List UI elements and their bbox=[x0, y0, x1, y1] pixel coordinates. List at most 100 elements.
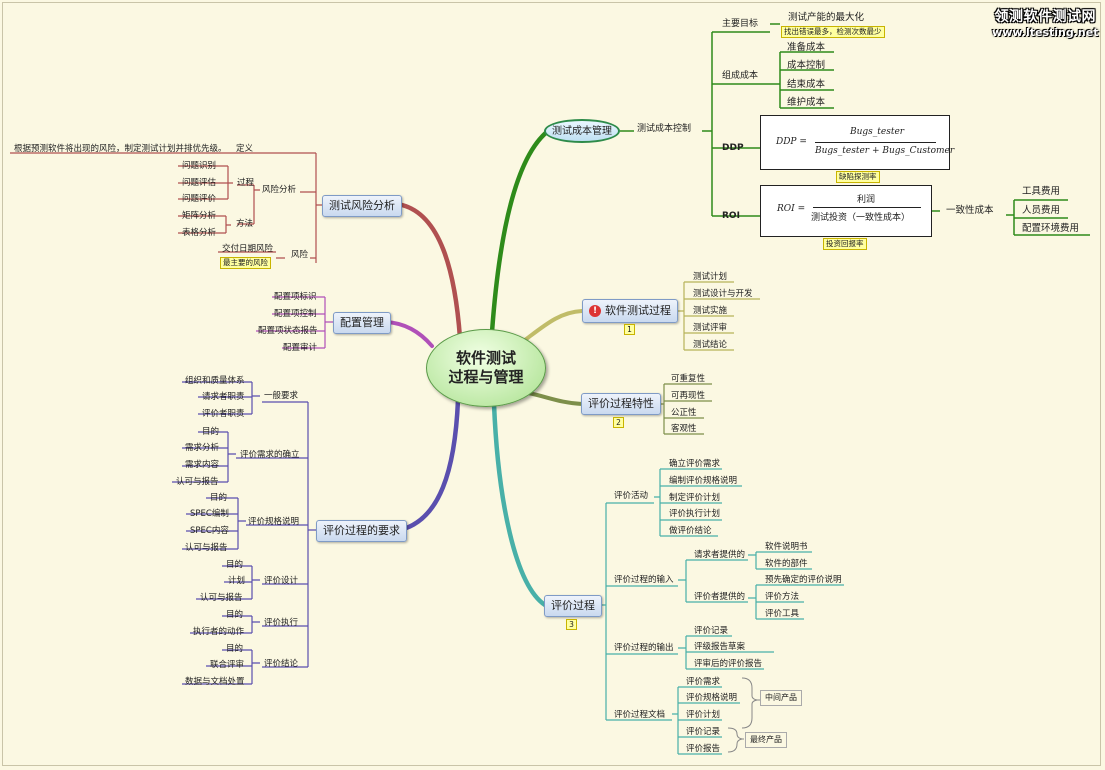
evaluator-label[interactable]: 评价者提供的 bbox=[694, 592, 746, 602]
analysis-label[interactable]: 风险分析 bbox=[262, 185, 297, 195]
evaluator-item[interactable]: 预先确定的评价说明 bbox=[765, 575, 842, 585]
config-item[interactable]: 配置项标识 bbox=[274, 292, 317, 302]
design-item[interactable]: 认可与报告 bbox=[200, 593, 243, 603]
design-label[interactable]: 评价设计 bbox=[264, 576, 299, 586]
establish-item[interactable]: 需求分析 bbox=[185, 443, 220, 453]
composition-item[interactable]: 准备成本 bbox=[787, 42, 826, 53]
process-item[interactable]: 测试评审 bbox=[693, 323, 728, 333]
process-item[interactable]: 测试计划 bbox=[693, 272, 728, 282]
eval-activities-label[interactable]: 评价活动 bbox=[614, 491, 649, 501]
final-product-box[interactable]: 最终产品 bbox=[745, 732, 787, 748]
topic-risk-analysis[interactable]: 测试风险分析 bbox=[322, 195, 402, 217]
method-label[interactable]: 方法 bbox=[236, 219, 254, 229]
conclusion-label[interactable]: 评价结论 bbox=[264, 659, 299, 669]
establish-item[interactable]: 目的 bbox=[202, 427, 220, 437]
composition-label[interactable]: 组成成本 bbox=[722, 71, 759, 81]
general-item[interactable]: 组织和质量体系 bbox=[185, 376, 245, 386]
general-item[interactable]: 请求者职责 bbox=[202, 392, 245, 402]
evaluator-item[interactable]: 评价工具 bbox=[765, 609, 800, 619]
definition-label[interactable]: 定义 bbox=[236, 144, 254, 154]
conclusion-item[interactable]: 联合评审 bbox=[210, 660, 245, 670]
exec-item[interactable]: 执行者的动作 bbox=[193, 627, 245, 637]
method-item[interactable]: 矩阵分析 bbox=[182, 211, 217, 221]
cost-control-label[interactable]: 测试成本控制 bbox=[637, 124, 692, 134]
evaluator-item[interactable]: 评价方法 bbox=[765, 592, 800, 602]
spec-item[interactable]: 目的 bbox=[210, 493, 228, 503]
establish-item[interactable]: 需求内容 bbox=[185, 460, 220, 470]
activity-item[interactable]: 编制评价规格说明 bbox=[669, 476, 738, 486]
output-item[interactable]: 评审后的评价报告 bbox=[694, 659, 763, 669]
output-item[interactable]: 评价记录 bbox=[694, 626, 729, 636]
spec-item[interactable]: SPEC编制 bbox=[190, 509, 229, 519]
topic-eval-traits[interactable]: 评价过程特性 bbox=[581, 393, 661, 415]
risk-label[interactable]: 风险 bbox=[291, 250, 309, 260]
requester-item[interactable]: 软件说明书 bbox=[765, 542, 808, 552]
central-topic[interactable]: 软件测试 过程与管理 bbox=[426, 329, 546, 407]
output-item[interactable]: 评级报告草案 bbox=[694, 642, 746, 652]
docs-item[interactable]: 评价规格说明 bbox=[686, 693, 738, 703]
conclusion-item[interactable]: 数据与文档处置 bbox=[185, 677, 245, 687]
establish-item[interactable]: 认可与报告 bbox=[176, 477, 219, 487]
procedure-item[interactable]: 问题评价 bbox=[182, 194, 217, 204]
activity-item[interactable]: 做评价结论 bbox=[669, 526, 712, 536]
process-item[interactable]: 测试实施 bbox=[693, 306, 728, 316]
general-label[interactable]: 一般要求 bbox=[264, 391, 299, 401]
general-item[interactable]: 评价者职责 bbox=[202, 409, 245, 419]
activity-item[interactable]: 评价执行计划 bbox=[669, 509, 721, 519]
traits-item[interactable]: 可再现性 bbox=[671, 391, 706, 401]
topic-eval-requirements[interactable]: 评价过程的要求 bbox=[316, 520, 407, 542]
traits-item[interactable]: 可重复性 bbox=[671, 374, 706, 384]
procedure-item[interactable]: 问题评估 bbox=[182, 178, 217, 188]
conclusion-item[interactable]: 目的 bbox=[226, 644, 244, 654]
roi-tag[interactable]: ROI bbox=[722, 211, 740, 221]
risk-item[interactable]: 交付日期风险 bbox=[222, 244, 274, 254]
consistency-item[interactable]: 人员费用 bbox=[1022, 205, 1061, 216]
process-item[interactable]: 测试结论 bbox=[693, 340, 728, 350]
ddp-tag[interactable]: DDP bbox=[722, 143, 744, 153]
eval-output-label[interactable]: 评价过程的输出 bbox=[614, 643, 674, 653]
goal-text[interactable]: 测试产能的最大化 bbox=[788, 12, 865, 23]
docs-item[interactable]: 评价需求 bbox=[686, 677, 721, 687]
docs-item[interactable]: 评价报告 bbox=[686, 744, 721, 754]
traits-item[interactable]: 客观性 bbox=[671, 424, 697, 434]
composition-item[interactable]: 成本控制 bbox=[787, 60, 826, 71]
spec-item[interactable]: 认可与报告 bbox=[185, 543, 228, 553]
eval-docs-label[interactable]: 评价过程文档 bbox=[614, 710, 666, 720]
roi-formula[interactable]: ROI = 利润 测试投资（一致性成本） bbox=[760, 185, 932, 237]
consistency-item[interactable]: 配置环境费用 bbox=[1022, 223, 1080, 234]
eval-input-label[interactable]: 评价过程的输入 bbox=[614, 575, 674, 585]
traits-item[interactable]: 公正性 bbox=[671, 408, 697, 418]
spec-label[interactable]: 评价规格说明 bbox=[248, 517, 300, 527]
topic-config-management[interactable]: 配置管理 bbox=[333, 312, 391, 334]
topic-eval-process[interactable]: 评价过程 bbox=[544, 595, 602, 617]
establish-label[interactable]: 评价需求的确立 bbox=[240, 450, 300, 460]
procedure-label[interactable]: 过程 bbox=[237, 178, 255, 188]
activity-item[interactable]: 确立评价需求 bbox=[669, 459, 721, 469]
topic-cost-management[interactable]: 测试成本管理 bbox=[544, 119, 620, 143]
composition-item[interactable]: 结束成本 bbox=[787, 79, 826, 90]
definition-text[interactable]: 根据预测软件将出现的风险，制定测试计划并排优先级。 bbox=[14, 144, 227, 154]
consistency-item[interactable]: 工具费用 bbox=[1022, 186, 1061, 197]
intermediate-product-box[interactable]: 中间产品 bbox=[760, 690, 802, 706]
design-item[interactable]: 目的 bbox=[226, 560, 244, 570]
procedure-item[interactable]: 问题识别 bbox=[182, 161, 217, 171]
requester-item[interactable]: 软件的部件 bbox=[765, 559, 808, 569]
method-item[interactable]: 表格分析 bbox=[182, 228, 217, 238]
composition-item[interactable]: 维护成本 bbox=[787, 97, 826, 108]
consistency-label[interactable]: 一致性成本 bbox=[946, 205, 994, 216]
exec-item[interactable]: 目的 bbox=[226, 610, 244, 620]
config-item[interactable]: 配置项控制 bbox=[274, 309, 317, 319]
docs-item[interactable]: 评价记录 bbox=[686, 727, 721, 737]
ddp-formula[interactable]: DDP = Bugs_tester Bugs_tester + Bugs_Cus… bbox=[760, 115, 954, 170]
requester-label[interactable]: 请求者提供的 bbox=[694, 550, 746, 560]
topic-test-process[interactable]: !软件测试过程 bbox=[582, 299, 678, 323]
design-item[interactable]: 计划 bbox=[228, 576, 246, 586]
spec-item[interactable]: SPEC内容 bbox=[190, 526, 229, 536]
activity-item[interactable]: 制定评价计划 bbox=[669, 493, 721, 503]
config-item[interactable]: 配置项状态报告 bbox=[258, 326, 318, 336]
process-item[interactable]: 测试设计与开发 bbox=[693, 289, 753, 299]
exec-label[interactable]: 评价执行 bbox=[264, 618, 299, 628]
goal-label[interactable]: 主要目标 bbox=[722, 19, 759, 29]
docs-item[interactable]: 评价计划 bbox=[686, 710, 721, 720]
config-item[interactable]: 配置审计 bbox=[283, 343, 318, 353]
